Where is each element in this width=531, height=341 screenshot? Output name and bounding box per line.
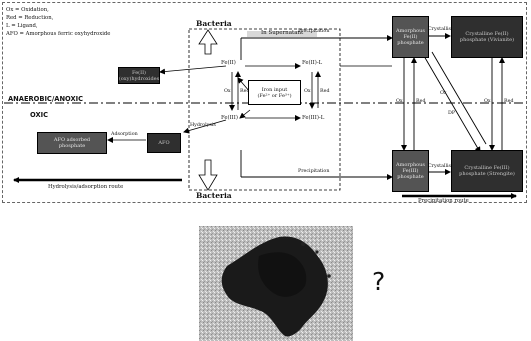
- fe3l-label: Fe(III)-L: [302, 115, 325, 121]
- diagram-panel: [2, 2, 527, 203]
- red-label: Red: [504, 99, 514, 104]
- precipitation-bottom-label: Precipitation: [298, 169, 330, 174]
- precipitation-route-label: Precipitation route: [418, 198, 469, 204]
- iron-input-box: Iron input(Fe²⁺ or Fe³⁺): [248, 80, 301, 105]
- supernatant-label: In Supernatant: [247, 30, 318, 37]
- red-label: Red: [240, 89, 250, 94]
- ox-label: Ox: [440, 91, 447, 96]
- afo-box: AFO: [147, 133, 181, 153]
- hydrolysis-label: Hydrolysis: [190, 123, 216, 128]
- precipitation-top-label: Precipitation: [298, 29, 330, 34]
- crystalline-fe2-phosphate-box: Crystalline Fe(II)phosphate (Vivianite): [451, 16, 523, 58]
- legend-item: Red = Reduction,: [6, 15, 54, 21]
- legend-item: L = Ligand,: [6, 23, 38, 29]
- red-label: Red: [320, 89, 330, 94]
- dp-label: DP: [448, 111, 456, 116]
- fe2l-label: Fe(II)-L: [302, 60, 323, 66]
- crystallisation-bottom-label: Crystallisation: [428, 164, 464, 169]
- ox-label: Ox: [396, 99, 403, 104]
- fe-oxyhydroxide-box: Fe(II)(oxy)hydroxides: [118, 67, 160, 84]
- fe2-label: Fe(II): [221, 60, 236, 66]
- crystallisation-top-label: Crystallisation: [428, 27, 464, 32]
- crystalline-fe3-phosphate-box: Crystalline Fe(III)phosphate (Strengite): [451, 150, 523, 192]
- red-label: Red: [416, 99, 426, 104]
- question-mark: ?: [372, 267, 386, 296]
- bacteria-top-label: Bacteria: [196, 19, 232, 28]
- adsorption-label: Adsorption: [111, 132, 138, 137]
- ox-label: Ox: [484, 99, 491, 104]
- ox-label: Ox: [304, 89, 311, 94]
- fe3-label: Fe(III): [221, 115, 238, 121]
- legend-item: Ox = Oxidation,: [6, 7, 49, 13]
- anaerobic-zone-label: ANAEROBIC/ANOXIC: [8, 95, 84, 103]
- hydrolysis-route-label: Hydrolysis/adsorption route: [48, 184, 124, 190]
- legend: Ox = Oxidation, Red = Reduction, L = Lig…: [6, 6, 110, 38]
- oxic-zone-label: OXIC: [30, 111, 48, 119]
- legend-item: AFO = Amorphous ferric oxyhydroxide: [6, 31, 111, 37]
- ox-label: Ox: [224, 89, 231, 94]
- micrograph-image: [199, 226, 353, 341]
- bacteria-bottom-label: Bacteria: [196, 191, 232, 200]
